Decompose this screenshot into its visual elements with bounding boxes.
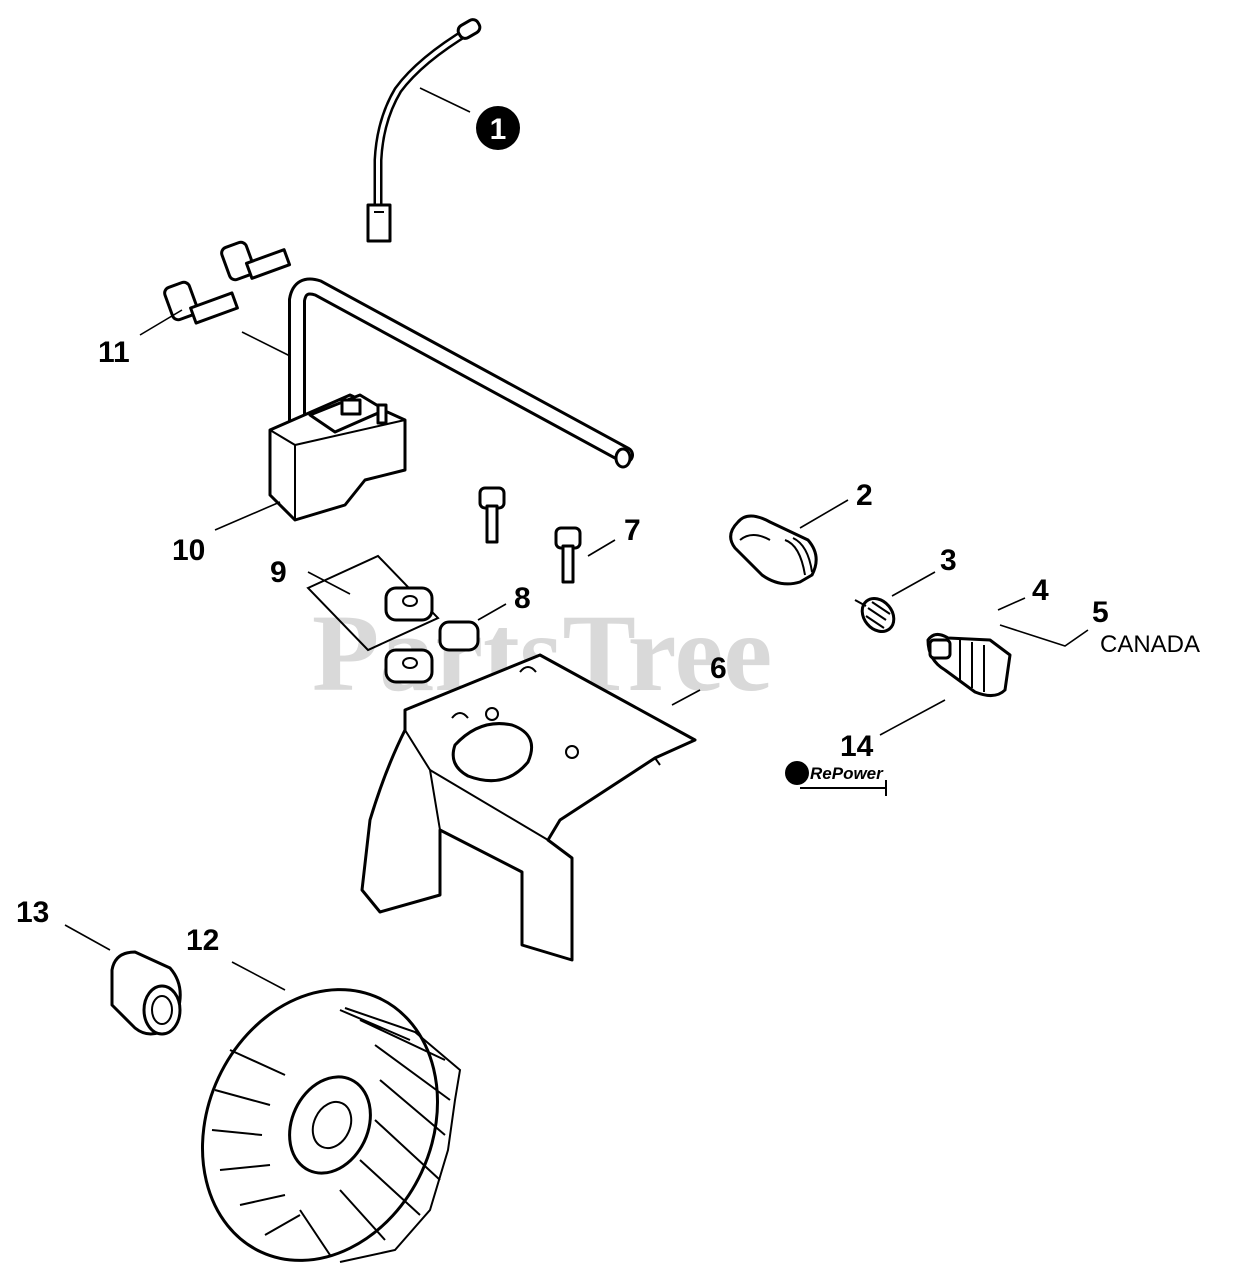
- part-spark-plug-cap[interactable]: [729, 514, 818, 586]
- callout-8: 8: [514, 582, 531, 615]
- callout-2: 2: [856, 479, 873, 512]
- part-grommet-set[interactable]: [306, 554, 480, 684]
- svg-text:1: 1: [490, 113, 507, 146]
- callout-12: 12: [186, 924, 219, 957]
- repower-logo: RePower: [785, 761, 887, 796]
- callout-14: 14: [840, 730, 874, 763]
- note-canada: CANADA: [1100, 631, 1200, 658]
- part-bolt[interactable]: [478, 486, 582, 584]
- callout-9: 9: [270, 556, 287, 589]
- part-flywheel-washer[interactable]: [110, 950, 182, 1036]
- part-bracket-plate[interactable]: [360, 653, 697, 962]
- part-ignition-coil[interactable]: [268, 277, 634, 522]
- callout-13: 13: [16, 896, 49, 929]
- callout-4: 4: [1032, 574, 1049, 607]
- callout-6: 6: [710, 652, 727, 685]
- svg-text:RePower: RePower: [810, 764, 884, 783]
- part-spring[interactable]: [854, 592, 900, 638]
- part-screw-pair[interactable]: [163, 240, 292, 325]
- callout-7: 7: [624, 514, 641, 547]
- part-flywheel[interactable]: [159, 951, 480, 1280]
- callout-3: 3: [940, 544, 957, 577]
- callout-marker-1: 1: [476, 106, 520, 150]
- part-lead-wire[interactable]: [366, 17, 482, 243]
- callout-5: 5: [1092, 596, 1109, 629]
- callout-11: 11: [98, 336, 130, 369]
- part-spark-plug[interactable]: [926, 633, 1012, 697]
- callout-10: 10: [172, 534, 205, 567]
